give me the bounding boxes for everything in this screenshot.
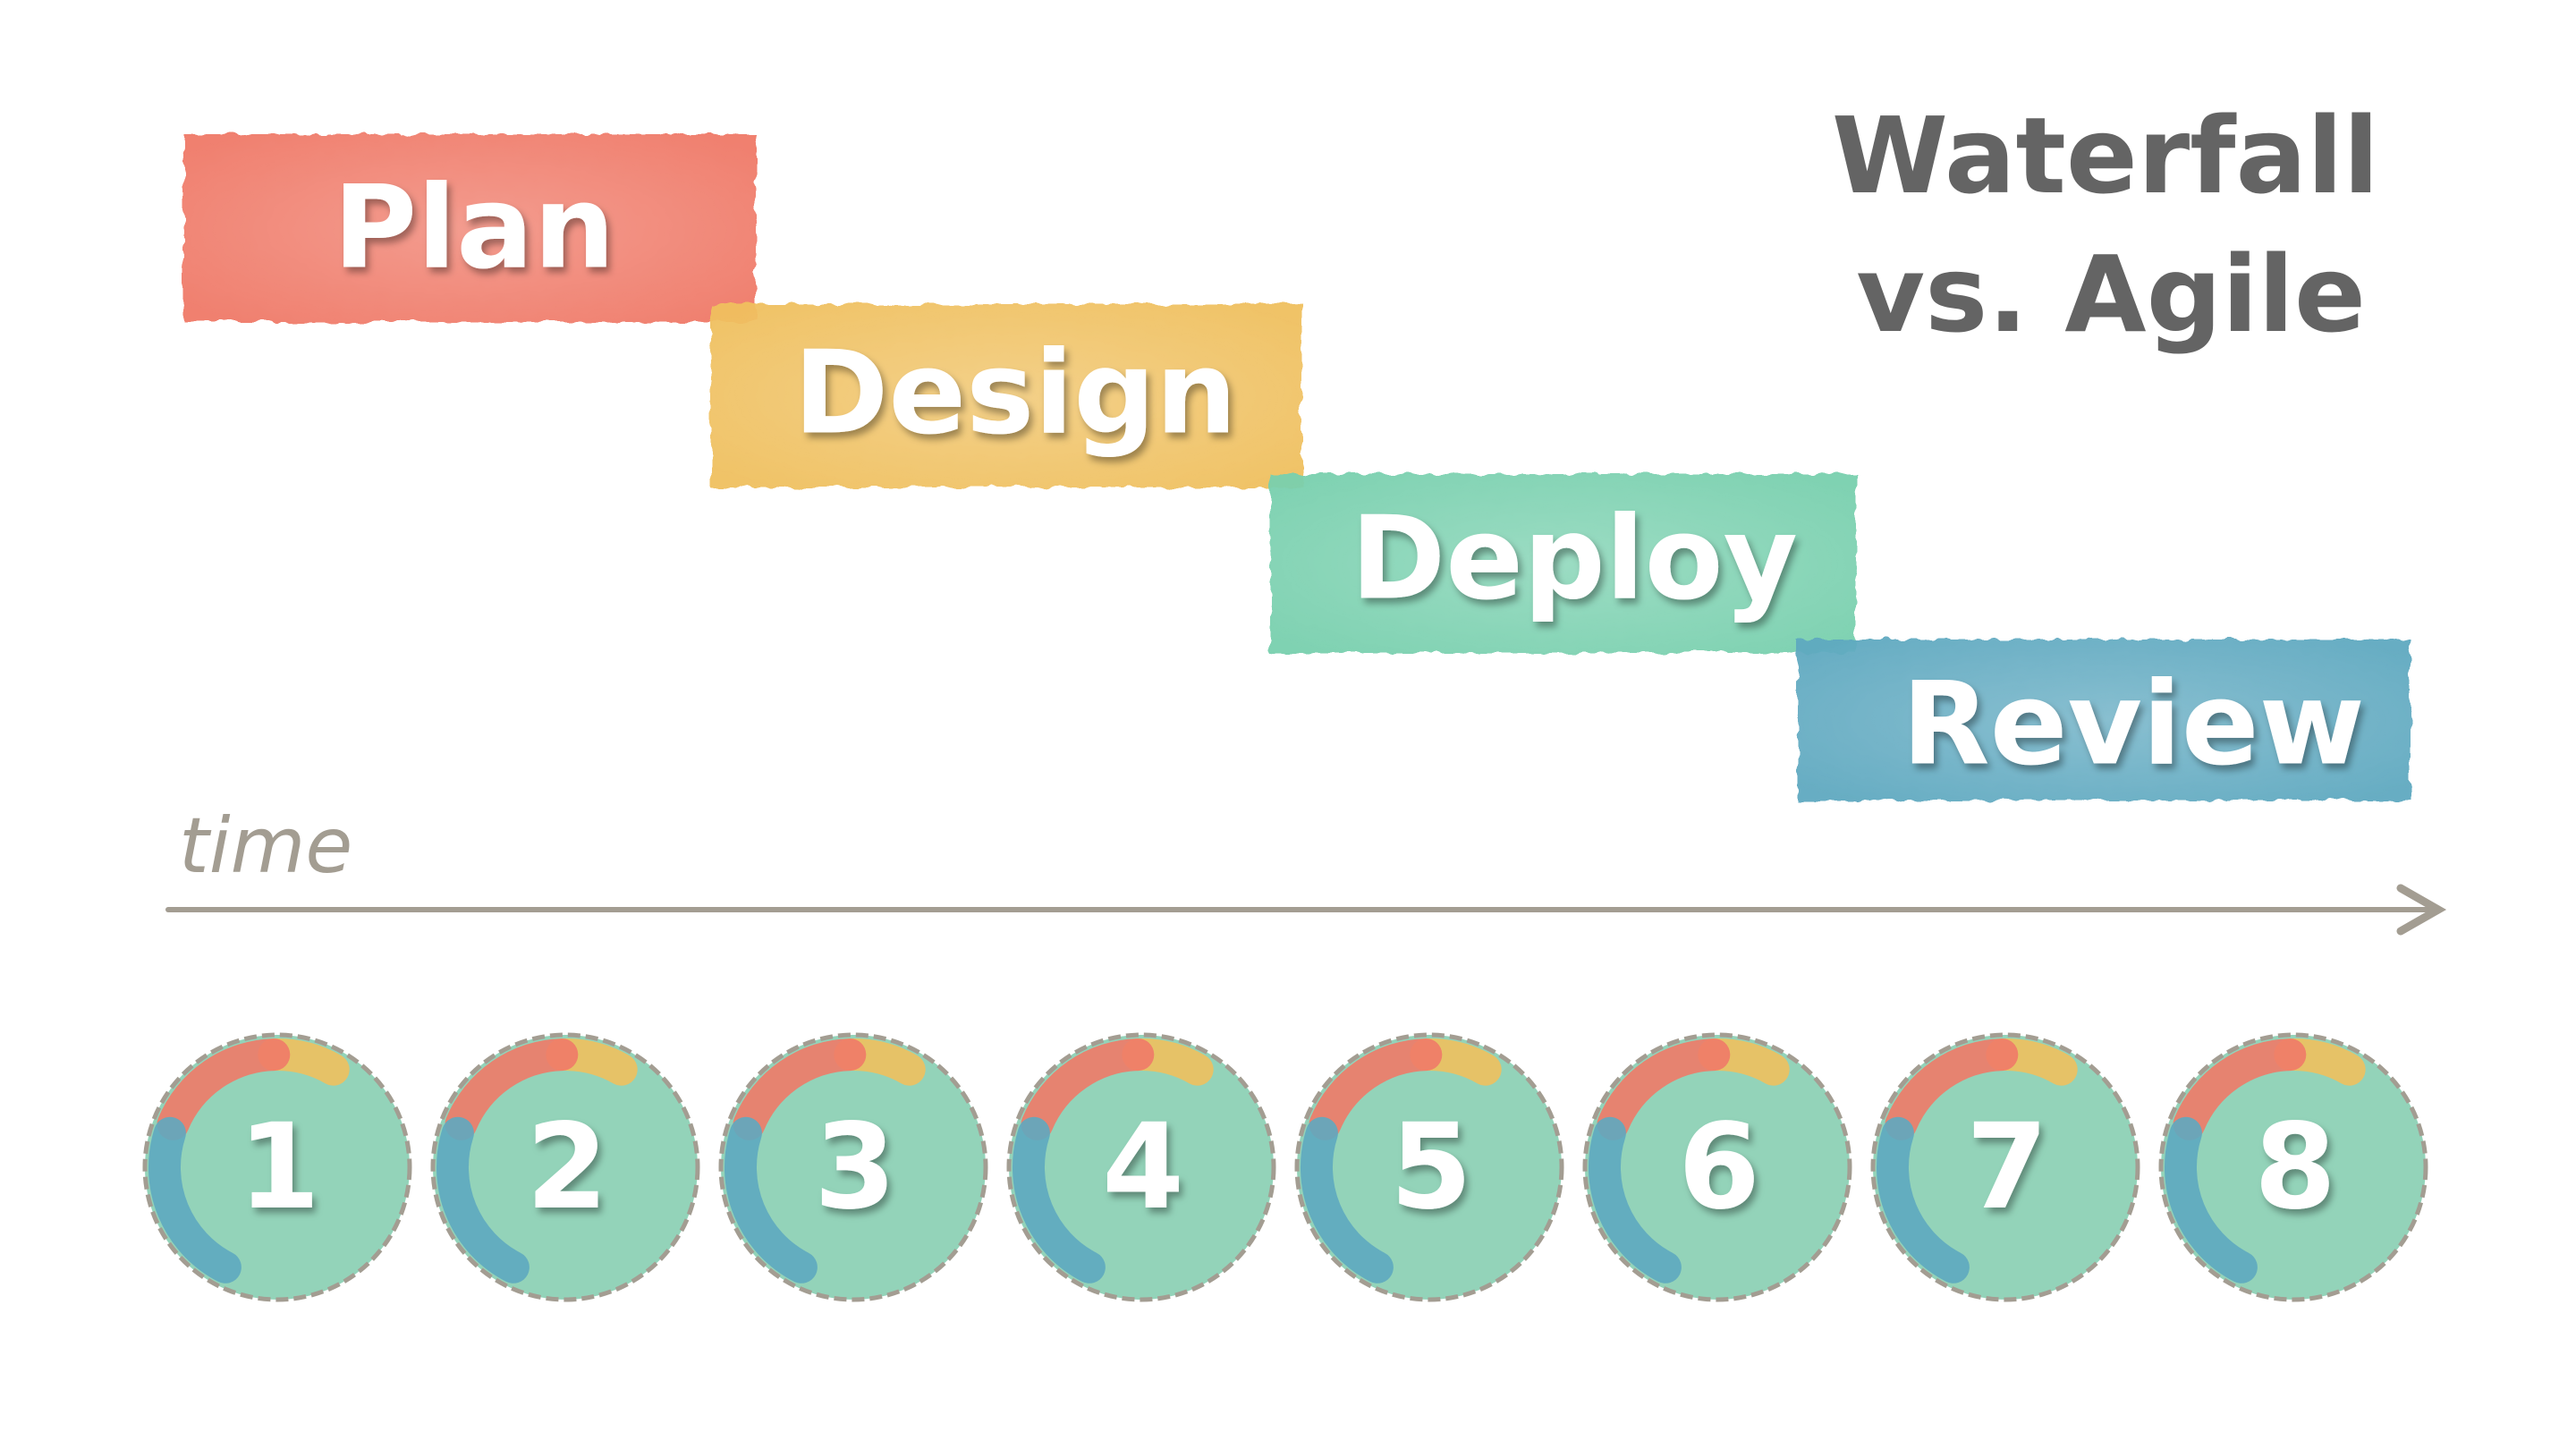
phase-plan: Plan	[183, 134, 756, 322]
sprint-number: 1	[238, 1098, 320, 1236]
phase-review-label: Review	[1902, 658, 2365, 792]
sprint-number: 4	[1102, 1098, 1184, 1236]
phase-design-wash	[711, 304, 1301, 487]
title-line-1: Waterfall	[1832, 94, 2379, 217]
sprint-arc-plan	[1597, 1038, 1731, 1140]
waterfall-phases: Plan Design Deploy Review	[183, 134, 2411, 801]
sprint-arc-review	[1012, 1116, 1106, 1284]
sprint-arc-plan	[1885, 1038, 2019, 1140]
phase-deploy-wash	[1270, 474, 1856, 653]
sprint-arc-plan	[157, 1038, 291, 1140]
time-label: time	[179, 801, 352, 891]
sprint-circle	[718, 1032, 988, 1302]
sprint-arc-plan	[1021, 1038, 1155, 1140]
phase-design: Design	[711, 304, 1301, 487]
phase-design-label: Design	[793, 327, 1237, 461]
sprint-circle	[1006, 1032, 1276, 1302]
sprint-circle	[2158, 1032, 2428, 1302]
phase-plan-label: Plan	[333, 162, 614, 295]
phase-review: Review	[1798, 640, 2411, 801]
sprint-6: 6	[1582, 1032, 1852, 1302]
sprint-arc-plan	[1309, 1038, 1443, 1140]
sprint-number: 6	[1678, 1098, 1760, 1236]
timeline: time	[165, 801, 2447, 936]
sprint-4: 4	[1006, 1032, 1276, 1302]
sprint-number: 5	[1390, 1098, 1472, 1236]
sprint-number: 7	[1966, 1098, 2048, 1236]
title-line-2: vs. Agile	[1856, 233, 2366, 356]
agile-sprints: 1 2 3 4 5 6 7 8	[142, 1032, 2428, 1302]
sprint-arc-review	[1876, 1116, 1970, 1284]
sprint-circle	[1870, 1032, 2140, 1302]
sprint-8: 8	[2158, 1032, 2428, 1302]
phase-deploy: Deploy	[1270, 474, 1856, 653]
phase-deploy-label: Deploy	[1351, 493, 1798, 626]
sprint-1: 1	[142, 1032, 412, 1302]
sprint-arc-review	[1300, 1116, 1394, 1284]
sprint-arc-review	[2164, 1116, 2258, 1284]
sprint-number: 3	[814, 1098, 896, 1236]
sprint-arc-plan	[733, 1038, 867, 1140]
sprint-number: 8	[2254, 1098, 2336, 1236]
phase-plan-wash	[183, 134, 756, 322]
sprint-arc-review	[1588, 1116, 1682, 1284]
sprint-2: 2	[430, 1032, 700, 1302]
sprint-circle	[1294, 1032, 1564, 1302]
phase-review-wash	[1798, 640, 2411, 801]
sprint-5: 5	[1294, 1032, 1564, 1302]
sprint-arc-plan	[2173, 1038, 2307, 1140]
sprint-arc-review	[724, 1116, 818, 1284]
sprint-circle	[1582, 1032, 1852, 1302]
sprint-7: 7	[1870, 1032, 2140, 1302]
sprint-circle	[142, 1032, 412, 1302]
sprint-arc-plan	[445, 1038, 579, 1140]
sprint-circle	[430, 1032, 700, 1302]
sprint-number: 2	[526, 1098, 608, 1236]
sprint-arc-review	[436, 1116, 530, 1284]
sprint-3: 3	[718, 1032, 988, 1302]
sprint-arc-review	[148, 1116, 242, 1284]
diagram-title: Waterfall vs. Agile	[1832, 94, 2379, 356]
